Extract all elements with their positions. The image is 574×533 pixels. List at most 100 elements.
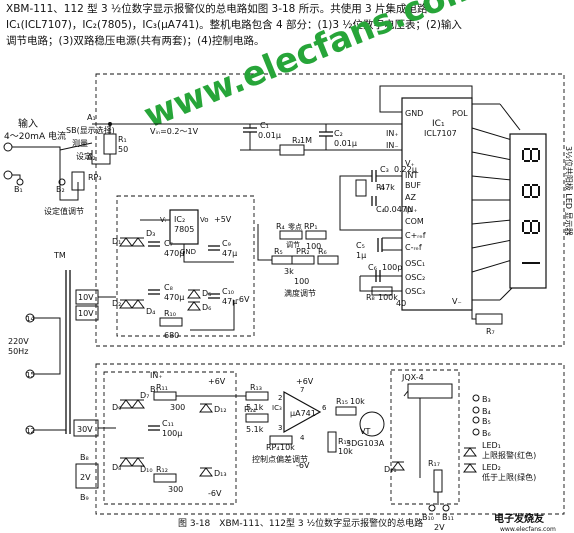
r7-label: R₇ <box>486 327 495 336</box>
lower-supply-enclosure <box>103 371 237 505</box>
b1-label: B₁ <box>14 185 23 194</box>
in-hi-label: IN₊ <box>386 129 399 138</box>
diode-d1 <box>119 237 133 247</box>
pin3-label: 3 <box>278 424 282 432</box>
diode-d8 <box>119 457 133 467</box>
ic3-name: μA741 <box>290 409 316 418</box>
r16-resistor <box>327 431 337 453</box>
intro-line-1: XBM-111、112 型 3 ½位数字显示报警仪的总电路如图 3-18 所示。… <box>6 3 439 15</box>
r12-value: 300 <box>168 485 183 494</box>
pin40-label: 40 <box>396 299 406 308</box>
figure-caption: 图 3-18 XBM-111、112型 3 ½位数字显示报警仪的总电路 <box>178 517 423 529</box>
b10-label: B₁₀ <box>422 513 434 522</box>
r5-label: R₅ <box>274 247 283 256</box>
tm-label: TM <box>53 251 66 260</box>
rp4-resistor <box>269 435 293 445</box>
c5-value: 1μ <box>356 251 366 260</box>
r15-resistor <box>335 406 357 416</box>
vt-transistor <box>359 411 385 437</box>
r12-resistor <box>153 473 177 483</box>
diode-d9 <box>131 399 145 409</box>
rp1-value: 100 <box>306 242 321 251</box>
r13-label: R₁₃ <box>250 383 262 392</box>
rp3-resistor <box>71 171 85 191</box>
plus5v-label: +5V <box>214 215 232 224</box>
ic1-icl7107 <box>401 97 473 311</box>
c10-label: C₁₀ <box>222 287 234 296</box>
r11-label: R₁₁ <box>156 383 168 392</box>
r14-resistor <box>245 413 269 423</box>
b-lower: B₁ <box>150 385 159 394</box>
ic1-osc2: OSC₂ <box>405 273 425 282</box>
r14-label: R₁₄ <box>244 405 256 414</box>
minus6v-label: -6V <box>236 295 250 304</box>
offset-adj-label: 控制点偏差调节 <box>252 454 308 464</box>
corner-logo: 电子发烧友 <box>494 512 544 525</box>
display-label: 3½位共阳极 LED 显示器 <box>564 146 574 236</box>
b9-label: B₉ <box>80 493 89 502</box>
d9-label: D₉ <box>112 403 121 412</box>
r15-value: 10k <box>350 397 365 406</box>
in-lo-label: IN₋ <box>386 141 399 150</box>
diode-d2 <box>119 299 133 309</box>
c3-value: 0.22μ <box>394 165 417 174</box>
corner-url: www.elecfans.com <box>500 526 556 533</box>
ic1-vplus-pin: V₊ <box>405 159 415 168</box>
relay-coil <box>407 383 453 399</box>
c6-label: C₆ <box>368 263 377 272</box>
ic2-vo: Vo <box>200 216 209 224</box>
power-supply-enclosure <box>116 195 255 337</box>
full-scale-label: 满度调节 <box>284 288 316 298</box>
lower-bridge <box>119 399 213 477</box>
c7-label: C₇ <box>164 239 173 248</box>
ic3-ua741 <box>283 390 322 434</box>
pr2-value: 3k <box>284 267 294 276</box>
ic2-label: IC₂ <box>174 215 185 224</box>
b10-terminal <box>428 504 436 512</box>
r13-value: 5.1k <box>246 403 264 412</box>
intro-line-2: IC₁(ICL7107)，IC₂(7805)，IC₃(μA741)。整机电路包含… <box>6 19 462 31</box>
d4-label: D₄ <box>146 307 155 316</box>
ic3-label: IC₃ <box>272 404 282 412</box>
b4-terminal <box>472 406 480 414</box>
b6-terminal <box>472 428 480 436</box>
diode-d10 <box>131 457 145 467</box>
b4-label: B₄ <box>482 407 491 416</box>
b3-label: B₃ <box>482 395 491 404</box>
diode-d5 <box>187 289 201 299</box>
c5-label: C₅ <box>356 241 365 250</box>
r1-value: 50 <box>118 145 128 154</box>
b8-label: B₈ <box>80 453 89 462</box>
plus6v-lower: +6V <box>208 377 226 386</box>
diode-d4 <box>131 299 145 309</box>
d12-label: D₁₂ <box>214 405 227 414</box>
b6-label: B₆ <box>482 429 491 438</box>
b5-terminal <box>472 416 480 424</box>
zero-label: 零点 <box>288 223 302 231</box>
r11-value: 300 <box>170 403 185 412</box>
r15-label: R₁₅ <box>336 397 348 406</box>
relay-enclosure <box>390 369 460 505</box>
r16-value: 10k <box>338 447 353 456</box>
ic1-int-pin: INT <box>405 171 418 180</box>
rp4-value: 10k <box>280 443 295 452</box>
led2-desc: 低于上限(绿色) <box>482 472 536 482</box>
jqx-label: JQX-4 <box>401 373 424 382</box>
r14-value: 5.1k <box>246 425 264 434</box>
b5-label: B₅ <box>482 417 491 426</box>
display-bus <box>471 103 521 301</box>
c4-value: 0.047μ <box>384 205 412 214</box>
sb-switch-arm <box>59 142 93 151</box>
a1-label: A₁ <box>87 113 96 122</box>
c10-value: 47μ <box>222 297 237 306</box>
diode-d11 <box>391 461 405 471</box>
lower-enclosure <box>95 363 565 515</box>
a2-label: A₂ <box>87 153 96 162</box>
mains-freq-label: 50Hz <box>8 347 28 356</box>
d10-label: D₁₀ <box>140 465 153 474</box>
r4-resistor <box>279 230 303 240</box>
ic1-pol-pin: POL <box>452 109 468 118</box>
c11-value: 100μ <box>162 429 182 438</box>
r13-resistor <box>245 391 269 401</box>
